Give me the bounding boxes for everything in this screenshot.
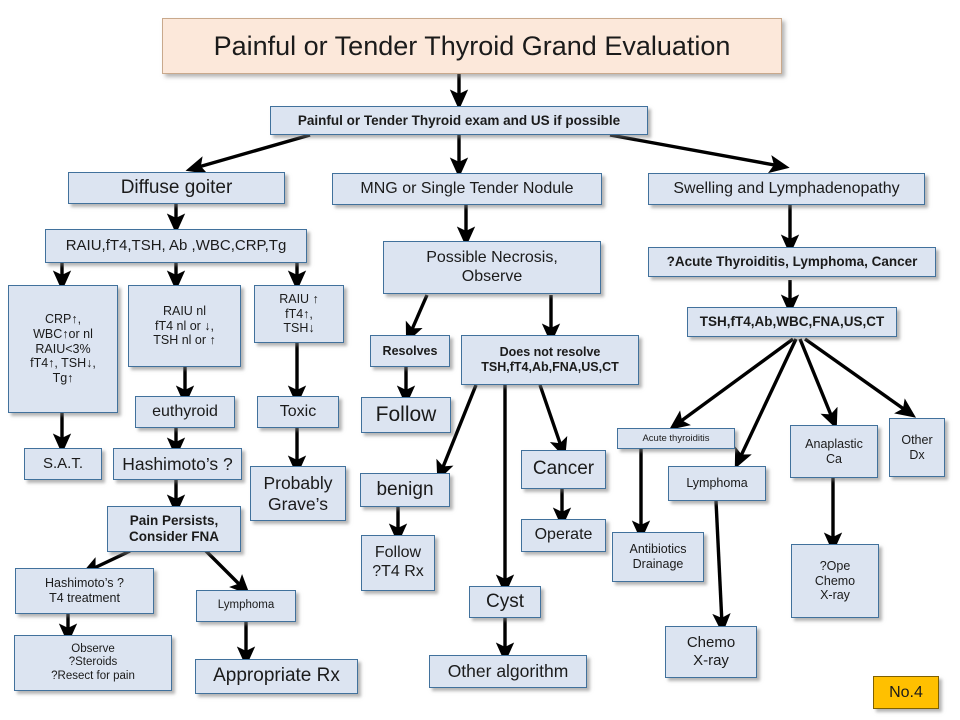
node-sat[interactable]: S.A.T.	[24, 448, 102, 480]
node-raiu-lab-panel[interactable]: RAIU,fT4,TSH, Ab ,WBC,CRP,Tg	[45, 229, 307, 263]
node-diffuse-goiter[interactable]: Diffuse goiter	[68, 172, 285, 204]
node-ope-chemo-xray[interactable]: ?Ope Chemo X-ray	[791, 544, 879, 618]
node-tsh-ft4-ab-wbc-fna-us-ct[interactable]: TSH,fT4,Ab,WBC,FNA,US,CT	[687, 307, 897, 337]
node-hashimoto-t4-treatment[interactable]: Hashimoto’s ? T4 treatment	[15, 568, 154, 614]
node-cancer[interactable]: Cancer	[521, 450, 606, 489]
node-does-not-resolve[interactable]: Does not resolve TSH,fT4,Ab,FNA,US,CT	[461, 335, 639, 385]
node-swelling-lymphadenopathy[interactable]: Swelling and Lymphadenopathy	[648, 173, 925, 205]
node-toxic[interactable]: Toxic	[257, 396, 339, 428]
status-badge: No.4	[873, 676, 939, 709]
node-raiu-normal-findings[interactable]: RAIU nl fT4 nl or ↓, TSH nl or ↑	[128, 285, 241, 367]
node-lymphoma-right[interactable]: Lymphoma	[668, 466, 766, 501]
node-other-dx[interactable]: Other Dx	[889, 418, 945, 477]
node-appropriate-rx[interactable]: Appropriate Rx	[195, 659, 358, 694]
node-exam[interactable]: Painful or Tender Thyroid exam and US if…	[270, 106, 648, 135]
node-crp-up-findings[interactable]: CRP↑, WBC↑or nl RAIU<3% fT4↑, TSH↓, Tg↑	[8, 285, 118, 413]
node-euthyroid[interactable]: euthyroid	[135, 396, 235, 428]
node-anaplastic-ca[interactable]: Anaplastic Ca	[790, 425, 878, 478]
node-pain-persists-fna[interactable]: Pain Persists, Consider FNA	[107, 506, 241, 552]
node-raiu-elevated-findings[interactable]: RAIU ↑ fT4↑, TSH↓	[254, 285, 344, 343]
node-probably-graves[interactable]: Probably Grave’s	[250, 466, 346, 521]
node-antibiotics-drainage[interactable]: Antibiotics Drainage	[612, 532, 704, 582]
node-hashimoto-question[interactable]: Hashimoto’s ?	[113, 448, 242, 480]
node-follow[interactable]: Follow	[361, 397, 451, 433]
node-acute-thyroiditis-lymphoma-cancer[interactable]: ?Acute Thyroiditis, Lymphoma, Cancer	[648, 247, 936, 277]
node-resolves[interactable]: Resolves	[370, 335, 450, 367]
node-follow-t4-rx[interactable]: Follow ?T4 Rx	[361, 535, 435, 591]
node-acute-thyroiditis[interactable]: Acute thyroiditis	[617, 428, 735, 449]
node-other-algorithm[interactable]: Other algorithm	[429, 655, 587, 688]
node-cyst[interactable]: Cyst	[469, 586, 541, 618]
node-observe-steroids-resect[interactable]: Observe ?Steroids ?Resect for pain	[14, 635, 172, 691]
node-chemo-xray[interactable]: Chemo X-ray	[665, 626, 757, 678]
node-operate[interactable]: Operate	[521, 519, 606, 552]
page-title: Painful or Tender Thyroid Grand Evaluati…	[162, 18, 782, 74]
node-possible-necrosis-observe[interactable]: Possible Necrosis, Observe	[383, 241, 601, 294]
node-mng-single-tender-nodule[interactable]: MNG or Single Tender Nodule	[332, 173, 602, 205]
node-benign[interactable]: benign	[360, 473, 450, 507]
node-lymphoma-left[interactable]: Lymphoma	[196, 590, 296, 622]
